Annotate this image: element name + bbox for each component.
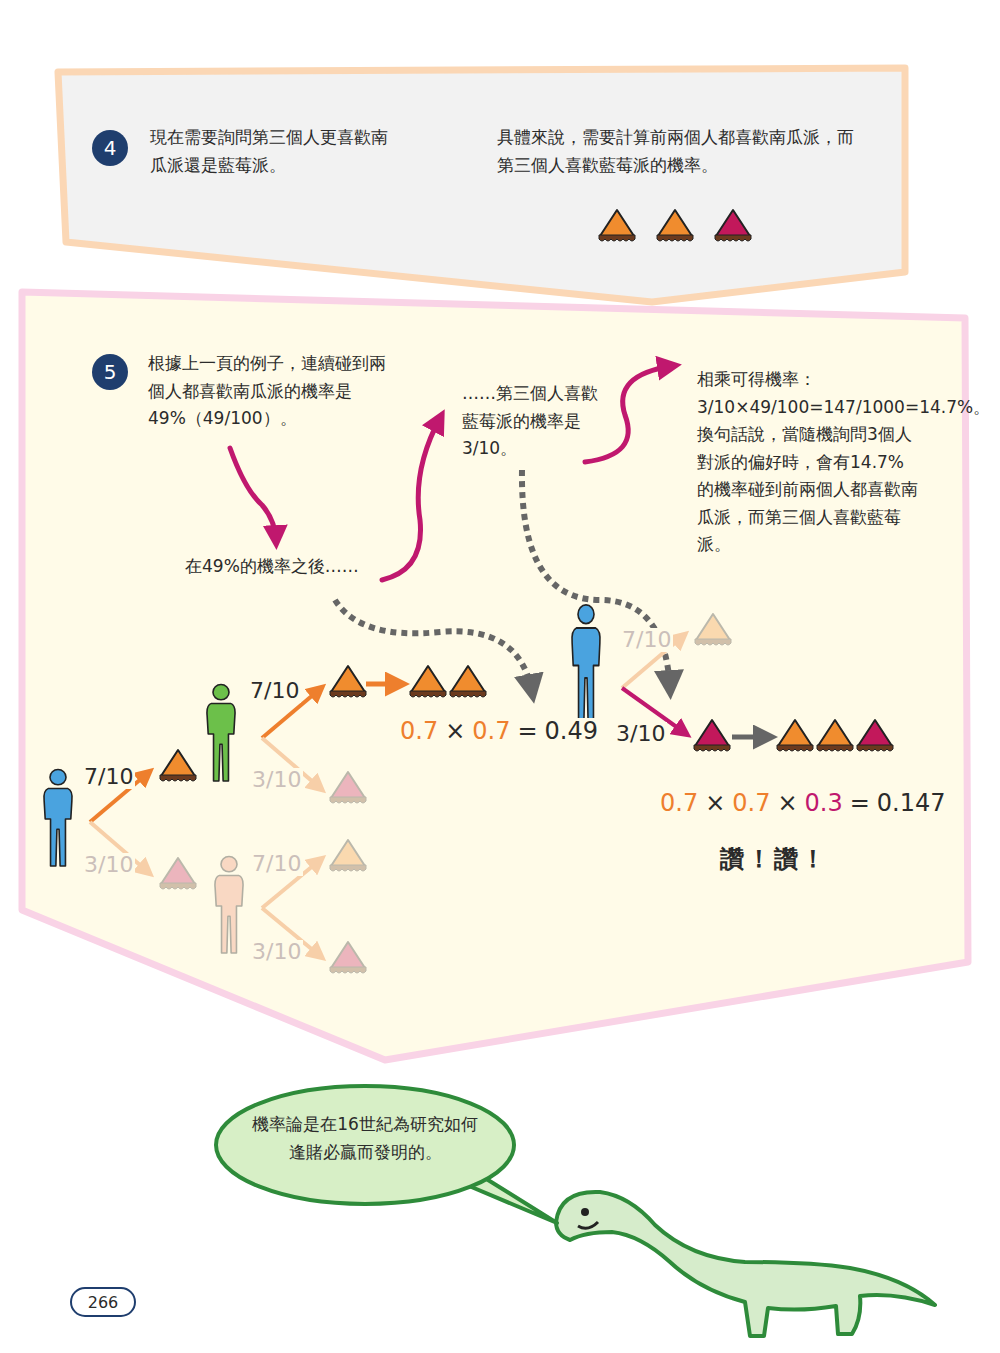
step-number-text: 5 <box>104 360 117 384</box>
step-number-text: 4 <box>104 136 117 160</box>
branch-probability: 3/10 <box>82 853 135 877</box>
branch-probability: 7/10 <box>82 765 135 789</box>
branch-probability: 3/10 <box>250 940 303 964</box>
branch-probability: 7/10 <box>620 628 673 652</box>
formula-row: 0.7 × 0.7 × 0.3 = 0.147 <box>660 790 946 816</box>
step-number: 5 <box>92 354 128 390</box>
explanation-text: ……第三個人喜歡藍莓派的機率是3/10。 <box>462 380 612 463</box>
formula-term: = <box>850 790 870 816</box>
page-number-text: 266 <box>88 1293 119 1312</box>
panel-outline <box>50 60 915 310</box>
speech-bubble: 機率論是在16世紀為研究如何逢賭必贏而發明的。 <box>212 1083 518 1207</box>
branch-probability: 7/10 <box>248 679 301 703</box>
formula-term: = <box>517 718 537 744</box>
step-number: 4 <box>92 130 128 166</box>
formula-term: 0.3 <box>805 790 843 816</box>
explanation-text: 在49%的機率之後…… <box>185 553 385 581</box>
branch-probability: 3/10 <box>250 768 303 792</box>
step-panel: 根據上一頁的例子，連續碰到兩個人都喜歡南瓜派的機率是49%（49/100）。在4… <box>15 285 975 1065</box>
formula-term: 0.49 <box>545 718 598 744</box>
formula-term: 0.7 <box>400 718 438 744</box>
page-number: 266 <box>70 1287 136 1317</box>
explanation-text: 機率論是在16世紀為研究如何逢賭必贏而發明的。 <box>245 1111 485 1166</box>
step-panel: 現在需要詢問第三個人更喜歡南瓜派還是藍莓派。 具體來說，需要計算前兩個人都喜歡南瓜… <box>50 60 915 310</box>
explanation-text: 相乘可得機率：3/10×49/100=147/1000=14.7%。換句話說，當… <box>697 366 919 559</box>
exclamation: 讚！讚！ <box>718 846 830 872</box>
explanation-text: 具體來說，需要計算前兩個人都喜歡南瓜派，而第三個人喜歡藍莓派的機率。 <box>497 124 867 179</box>
formula-row: 0.7 × 0.7 = 0.49 <box>400 718 598 744</box>
explanation-text: 根據上一頁的例子，連續碰到兩個人都喜歡南瓜派的機率是49%（49/100）。 <box>148 350 393 433</box>
formula-term: × <box>705 790 725 816</box>
formula-term: 0.7 <box>660 790 698 816</box>
explanation-text: 現在需要詢問第三個人更喜歡南瓜派還是藍莓派。 <box>150 124 390 179</box>
branch-probability: 7/10 <box>250 852 303 876</box>
formula-term: × <box>777 790 797 816</box>
formula-term: 0.7 <box>732 790 770 816</box>
branch-probability: 3/10 <box>614 722 667 746</box>
formula-term: 0.147 <box>877 790 946 816</box>
formula-term: 0.7 <box>472 718 510 744</box>
pie-row <box>50 60 915 310</box>
formula-term: × <box>445 718 465 744</box>
